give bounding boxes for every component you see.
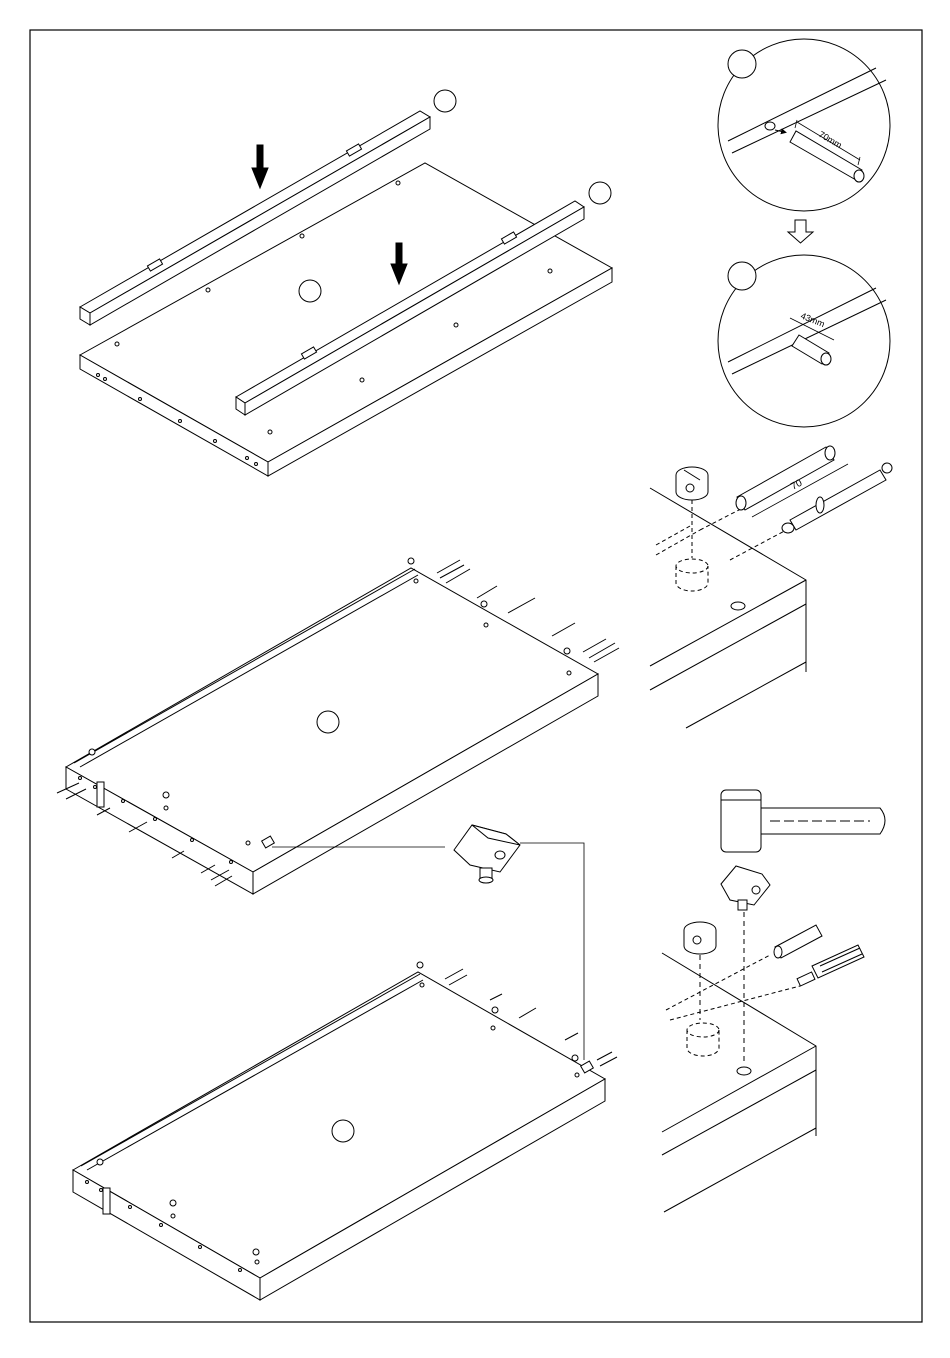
cam-lock-ghost <box>666 955 800 1056</box>
hollow-down-arrow-icon <box>788 220 813 243</box>
part-marker <box>728 50 756 78</box>
cam-bolt-detail: 70 <box>650 446 892 728</box>
dowel-detail-after: 43mm <box>718 255 890 427</box>
wooden-dowel-icon <box>774 925 822 958</box>
step2-assembly <box>57 558 619 894</box>
foot-insertion-detail <box>662 790 885 1212</box>
part-marker <box>728 262 756 290</box>
down-arrow-icon <box>252 145 268 188</box>
hammer-icon <box>721 790 885 852</box>
plastic-foot-icon <box>721 866 770 910</box>
part-marker <box>332 1120 354 1142</box>
part-marker <box>589 182 611 204</box>
step1-assembly <box>80 90 612 476</box>
part-marker <box>299 280 321 302</box>
cam-lock-icon <box>676 467 708 500</box>
cam-lock-ghost <box>656 494 790 591</box>
screwdriver-icon <box>797 945 864 986</box>
top-board <box>80 163 612 476</box>
part-marker <box>434 90 456 112</box>
step3-assembly <box>73 962 617 1300</box>
dowel-detail-before: 70mm <box>718 39 890 211</box>
part-marker <box>317 711 339 733</box>
plastic-foot-icon <box>454 825 520 883</box>
cam-lock-icon <box>684 922 716 954</box>
